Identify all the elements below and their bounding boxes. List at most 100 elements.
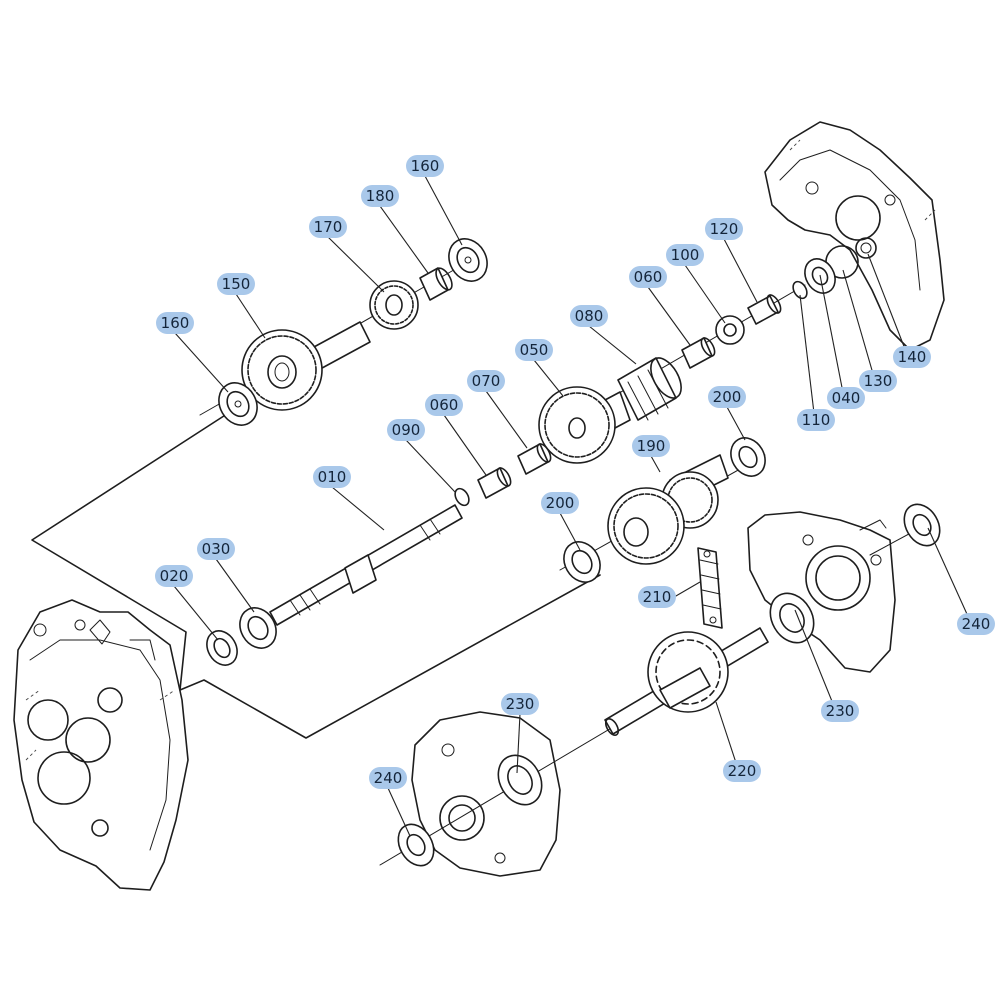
leader-line: [533, 359, 564, 397]
part-number-label: 100: [671, 246, 700, 264]
sprocket-shaft-220: [604, 627, 769, 736]
part-number-label: 060: [634, 268, 663, 286]
callout-l150: 150: [217, 273, 266, 339]
callout-l010: 010: [313, 466, 385, 531]
callout-l160a: 160: [406, 155, 463, 246]
leader-line: [327, 236, 385, 293]
callout-l050: 050: [515, 339, 564, 397]
bearing-200-upper: [730, 437, 766, 477]
part-number-label: 090: [392, 421, 421, 439]
leader-line: [174, 332, 229, 393]
label-background: [501, 693, 539, 715]
leader-line: [684, 264, 726, 324]
part-number-label: 120: [710, 220, 739, 238]
leader-line: [485, 390, 528, 449]
leader-line: [559, 512, 581, 551]
part-number-label: 130: [864, 372, 893, 390]
leader-line: [819, 274, 847, 409]
callout-l160b: 160: [156, 312, 229, 393]
label-background: [638, 586, 676, 608]
part-number-label: 060: [430, 396, 459, 414]
label-background: [313, 466, 351, 488]
leader-line: [331, 486, 385, 531]
part-number-label: 110: [802, 411, 831, 429]
label-background: [708, 386, 746, 408]
callout-l110: 110: [797, 294, 835, 431]
part-number-label: 080: [575, 307, 604, 325]
part-number-label: 010: [318, 468, 347, 486]
callout-l240b: 240: [369, 767, 411, 837]
part-number-label: 070: [472, 372, 501, 390]
label-background: [155, 565, 193, 587]
label-background: [797, 409, 835, 431]
part-number-label: 220: [728, 762, 757, 780]
callout-l210: 210: [638, 581, 701, 608]
washer-090: [454, 487, 470, 507]
bearing-030: [239, 607, 277, 649]
label-background: [406, 155, 444, 177]
label-background: [666, 244, 704, 266]
callout-l140: 140: [867, 253, 931, 368]
leader-line: [726, 406, 746, 441]
label-background: [387, 419, 425, 441]
label-background: [705, 218, 743, 240]
callout-l080: 080: [570, 305, 637, 365]
label-background: [156, 312, 194, 334]
callout-l040: 040: [819, 274, 865, 409]
leader-line: [387, 787, 411, 837]
label-background: [369, 767, 407, 789]
collar-120: [747, 294, 782, 325]
leader-line: [405, 439, 456, 493]
bearing-200-lower: [563, 541, 601, 583]
leader-line: [516, 713, 521, 774]
callout-l090: 090: [387, 419, 456, 493]
label-background: [217, 273, 255, 295]
callout-l070: 070: [467, 370, 528, 449]
label-background: [570, 305, 608, 327]
callout-l060a: 060: [629, 266, 691, 346]
part-number-label: 240: [374, 769, 403, 787]
label-background: [632, 435, 670, 457]
gear-050: [538, 386, 631, 464]
callout-l200b: 200: [541, 492, 581, 551]
bearing-020: [206, 630, 238, 666]
label-background: [309, 216, 347, 238]
leader-line: [588, 325, 637, 365]
leader-line: [650, 455, 661, 473]
part-number-label: 240: [962, 615, 991, 633]
callout-l120: 120: [705, 218, 758, 303]
washer-110: [792, 280, 808, 300]
callout-l230a: 230: [794, 609, 859, 722]
callout-l180: 180: [361, 185, 429, 274]
leader-line: [723, 238, 758, 303]
gear-170: [369, 280, 419, 330]
callout-l200a: 200: [708, 386, 746, 441]
label-background: [467, 370, 505, 392]
collar-180: [419, 267, 453, 301]
label-background: [957, 613, 995, 635]
part-number-label: 190: [637, 437, 666, 455]
main-shaft-010: [269, 504, 463, 626]
label-background: [541, 492, 579, 514]
part-number-label: 160: [411, 157, 440, 175]
seal-240-left: [397, 823, 435, 867]
part-number-label: 210: [643, 588, 672, 606]
collar-060-upper: [681, 337, 716, 369]
leader-line: [799, 294, 817, 431]
callout-l170: 170: [309, 216, 385, 293]
label-background: [723, 760, 761, 782]
label-background: [361, 185, 399, 207]
label-background: [893, 346, 931, 368]
part-number-label: 200: [713, 388, 742, 406]
hub-100: [715, 315, 745, 345]
transmission-case-lower: [411, 711, 561, 877]
part-number-label: 170: [314, 218, 343, 236]
chain-210: [697, 547, 723, 629]
label-background: [197, 538, 235, 560]
callout-l220: 220: [715, 701, 761, 782]
callout-l020: 020: [155, 565, 219, 641]
callout-l130: 130: [842, 269, 897, 392]
callout-l240a: 240: [927, 527, 995, 635]
collar-070: [517, 443, 552, 475]
part-number-label: 050: [520, 341, 549, 359]
